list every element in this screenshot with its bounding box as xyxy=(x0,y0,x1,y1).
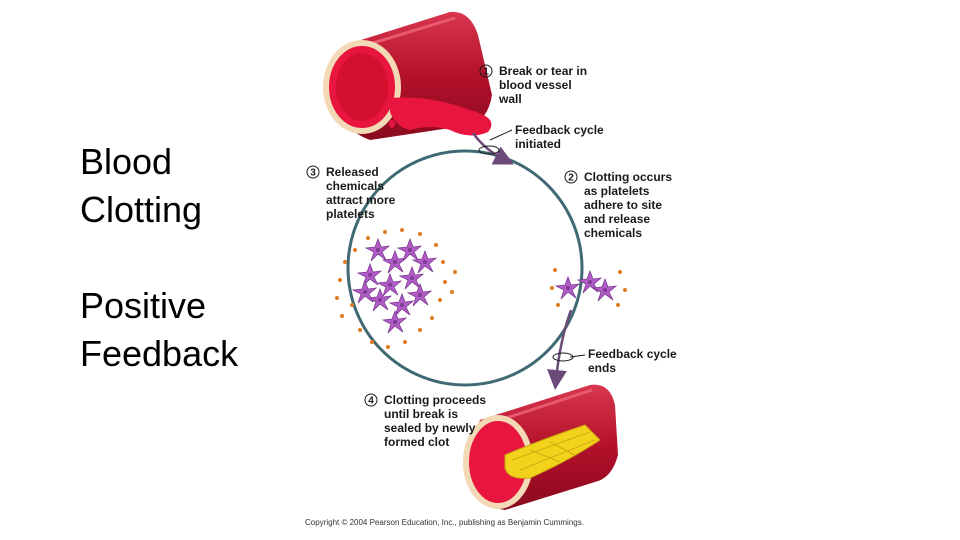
title-line-2: Clotting xyxy=(80,189,203,230)
title-line-1: Blood xyxy=(80,141,173,182)
step-4-text-line-2: until break is xyxy=(384,407,458,421)
feedback-start-label: Feedback cycle initiated xyxy=(515,123,604,151)
step-2-text-line-2: as platelets xyxy=(584,184,650,198)
platelet-cluster-large xyxy=(352,238,437,334)
step-2-text-line-3: adhere to site xyxy=(584,198,662,212)
step-3-label: 3 Released chemicals attract more platel… xyxy=(306,165,396,221)
slide-title: Blood Clotting Positive Feedback xyxy=(80,138,238,378)
sealed-vessel-illustration xyxy=(463,384,618,510)
step-1-text-line-2: blood vessel xyxy=(499,78,572,92)
step-1-number: 1 xyxy=(483,67,489,78)
step-1-text-line-3: wall xyxy=(498,92,522,106)
subtitle-line-1: Positive xyxy=(80,285,207,326)
subtitle-line-2: Feedback xyxy=(80,333,239,374)
step-4-text-line-4: formed clot xyxy=(384,435,449,449)
step-2-text-line-5: chemicals xyxy=(584,226,642,240)
step-1-label: 1 Break or tear in blood vessel wall xyxy=(479,64,587,106)
step-3-text-line-1: Released xyxy=(326,165,379,179)
step-3-text-line-3: attract more xyxy=(326,193,396,207)
step-4-number: 4 xyxy=(368,396,374,407)
step-2-text-line-1: Clotting occurs xyxy=(584,170,672,184)
step-2-label: 2 Clotting occurs as platelets adhere to… xyxy=(564,170,672,240)
feedback-end-arrow xyxy=(547,309,573,390)
chemical-dots xyxy=(335,228,627,349)
step-3-text-line-4: platelets xyxy=(326,207,375,221)
feedback-start-line-2: initiated xyxy=(515,137,561,151)
step-3-number: 3 xyxy=(310,168,316,179)
feedback-start-arrow xyxy=(471,132,514,165)
feedback-end-line-1: Feedback cycle xyxy=(588,347,677,361)
step-3-text-line-2: chemicals xyxy=(326,179,384,193)
step-4-text-line-1: Clotting proceeds xyxy=(384,393,486,407)
step-4-text-line-3: sealed by newly xyxy=(384,421,476,435)
step-2-text-line-4: and release xyxy=(584,212,650,226)
feedback-cycle-circle xyxy=(346,149,584,387)
platelet-cluster-small xyxy=(555,270,617,302)
step-4-label: 4 Clotting proceeds until break is seale… xyxy=(364,393,486,449)
feedback-start-line-1: Feedback cycle xyxy=(515,123,604,137)
feedback-end-label: Feedback cycle ends xyxy=(588,347,677,375)
copyright-notice: Copyright © 2004 Pearson Education, Inc.… xyxy=(305,518,584,527)
step-1-text-line-1: Break or tear in xyxy=(499,64,587,78)
step-2-number: 2 xyxy=(568,173,574,184)
feedback-end-line-2: ends xyxy=(588,361,616,375)
torn-vessel-illustration xyxy=(323,11,492,140)
